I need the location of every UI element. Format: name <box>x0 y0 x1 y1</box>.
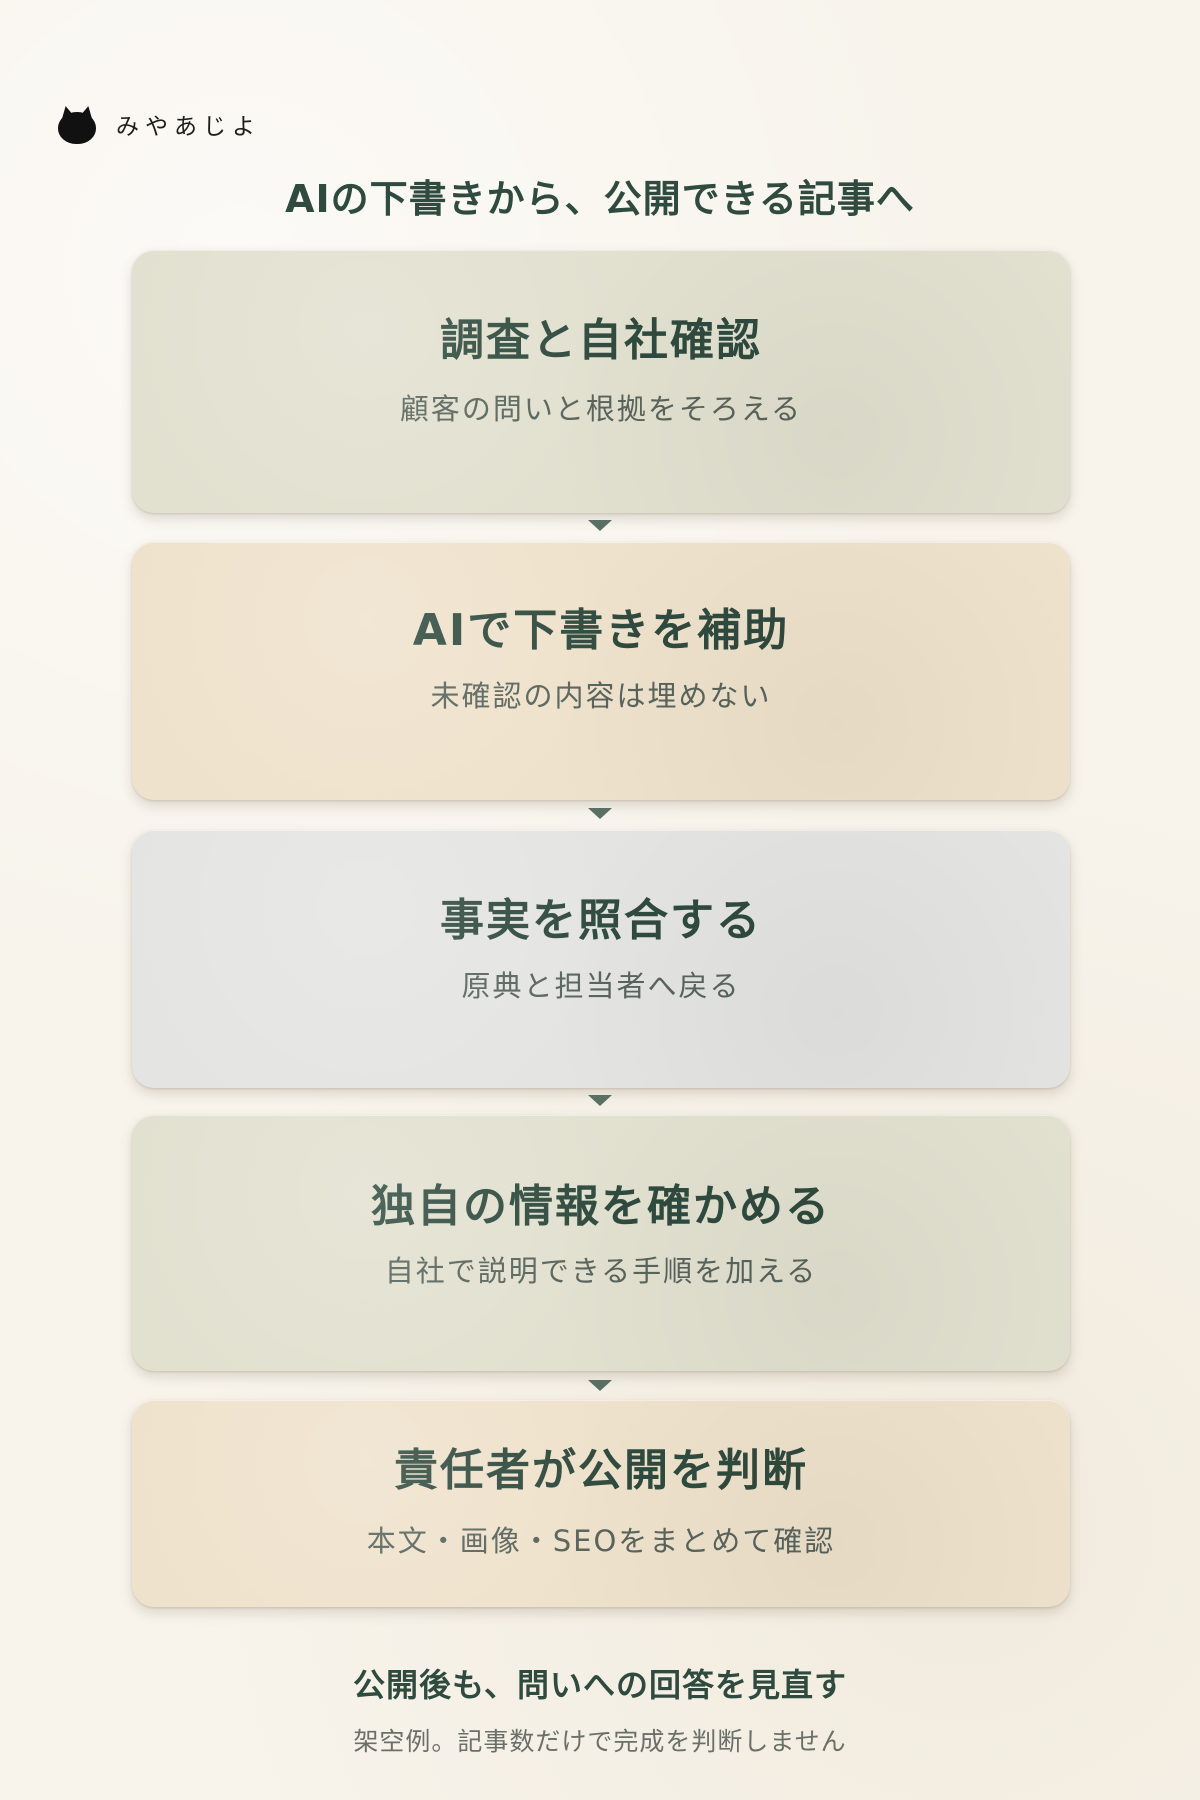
chevron-down-icon <box>588 1095 612 1106</box>
step-card-unique: 独自の情報を確かめる 自社で説明できる手順を加える <box>132 1115 1070 1371</box>
step-subtitle: 自社で説明できる手順を加える <box>384 1254 818 1288</box>
step-subtitle: 本文・画像・SEOをまとめて確認 <box>366 1524 836 1558</box>
brand: みやあじよ <box>58 104 261 144</box>
step-title: 事実を照合する <box>440 895 762 946</box>
step-subtitle: 未確認の内容は埋めない <box>430 679 772 713</box>
footer-title: 公開後も、問いへの回答を見直す <box>352 1666 848 1704</box>
chevron-down-icon <box>588 1380 612 1391</box>
chevron-down-icon <box>588 808 612 819</box>
step-title: 責任者が公開を判断 <box>394 1445 808 1496</box>
step-title: 調査と自社確認 <box>440 315 762 366</box>
step-card-verify: 事実を照合する 原典と担当者へ戻る <box>132 830 1070 1088</box>
step-card-draft: AIで下書きを補助 未確認の内容は埋めない <box>132 542 1070 800</box>
step-subtitle: 顧客の問いと根拠をそろえる <box>399 392 803 426</box>
footer-note: 架空例。記事数だけで完成を判断しません <box>353 1727 847 1756</box>
chevron-down-icon <box>588 520 612 531</box>
step-subtitle: 原典と担当者へ戻る <box>461 969 741 1003</box>
step-card-publish: 責任者が公開を判断 本文・画像・SEOをまとめて確認 <box>132 1400 1070 1607</box>
page-title: AIの下書きから、公開できる記事へ <box>285 177 915 221</box>
brand-name: みやあじよ <box>116 114 261 140</box>
step-title: 独自の情報を確かめる <box>371 1181 831 1232</box>
step-card-research: 調査と自社確認 顧客の問いと根拠をそろえる <box>132 250 1070 513</box>
step-title: AIで下書きを補助 <box>412 605 790 656</box>
cat-icon <box>58 104 96 144</box>
